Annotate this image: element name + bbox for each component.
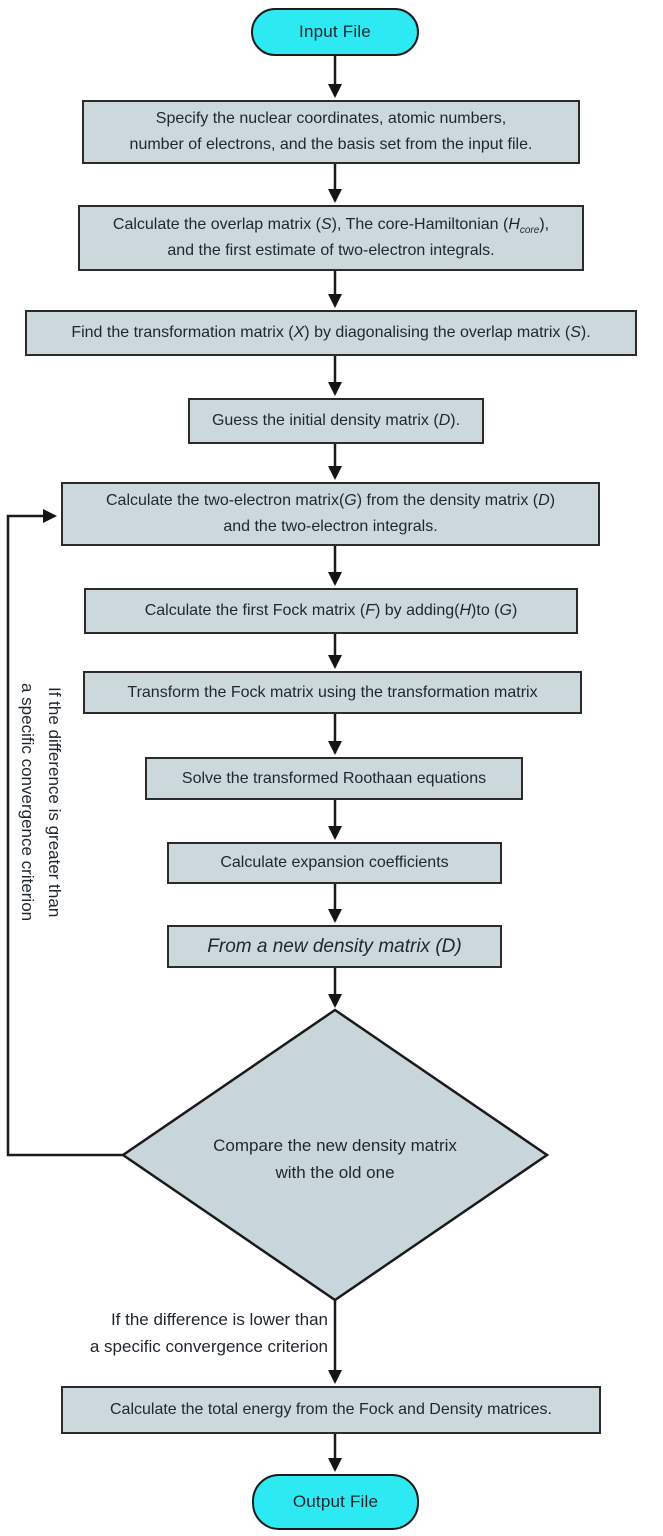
step6-line: Calculate the first Fock matrix (F) by a… (144, 602, 518, 619)
terminal-start-label: Input File (299, 22, 371, 41)
process-step1: Specify the nuclear coordinates, atomic … (82, 100, 580, 164)
process-step9: Calculate expansion coefficients (167, 842, 502, 884)
process-step5: Calculate the two-electron matrix(G) fro… (61, 482, 600, 546)
terminal-end-label: Output File (292, 1492, 379, 1511)
step7-line: Transform the Fock matrix using the tran… (127, 683, 538, 701)
step5-line1: Calculate the two-electron matrix(G) fro… (105, 492, 556, 509)
process-step4: Guess the initial density matrix (D). (188, 398, 484, 444)
terminal-end: Output File (252, 1474, 419, 1530)
terminal-start: Input File (251, 8, 419, 56)
step5-line2: and the two-electron integrals. (223, 518, 438, 535)
converged-condition-label: If the difference is lower than a specif… (28, 1306, 328, 1360)
step4-line: Guess the initial density matrix (D). (211, 412, 461, 429)
step9-line: Calculate expansion coefficients (220, 854, 449, 871)
step1-line2: number of electrons, and the basis set f… (129, 136, 533, 153)
process-step6: Calculate the first Fock matrix (F) by a… (84, 588, 578, 634)
step8-line: Solve the transformed Roothaan equations (181, 769, 487, 787)
process-step8: Solve the transformed Roothaan equations (145, 757, 523, 800)
step2-line1: Calculate the overlap matrix (S), The co… (112, 216, 550, 237)
step2-line2: and the first estimate of two-electron i… (167, 242, 495, 259)
feedback-loop-arrow (6, 509, 123, 1157)
decision-diamond (120, 1008, 550, 1302)
step3-line: Find the transformation matrix (X) by di… (71, 324, 591, 341)
loop-back-line2: a specific convergence criterion (18, 682, 37, 922)
decision-line2: with the old one (275, 1163, 395, 1182)
decision-text: Compare the new density matrix with the … (165, 1132, 505, 1186)
decision-line1: Compare the new density matrix (213, 1136, 457, 1155)
converged-line1: If the difference is lower than (110, 1310, 328, 1329)
step1-line1: Specify the nuclear coordinates, atomic … (155, 110, 507, 127)
process-step11: Calculate the total energy from the Fock… (61, 1386, 601, 1434)
step11-line: Calculate the total energy from the Fock… (110, 1401, 552, 1418)
converged-line2: a specific convergence criterion (89, 1337, 328, 1356)
process-step7: Transform the Fock matrix using the tran… (83, 671, 582, 714)
process-step3: Find the transformation matrix (X) by di… (25, 310, 637, 356)
step10-line: From a new density matrix (D) (207, 935, 462, 957)
process-step10: From a new density matrix (D) (167, 925, 502, 968)
loop-back-line1: If the difference is greater than (45, 686, 64, 918)
process-step2: Calculate the overlap matrix (S), The co… (78, 205, 584, 271)
loop-back-condition-label: If the difference is greater than a spec… (14, 656, 68, 948)
